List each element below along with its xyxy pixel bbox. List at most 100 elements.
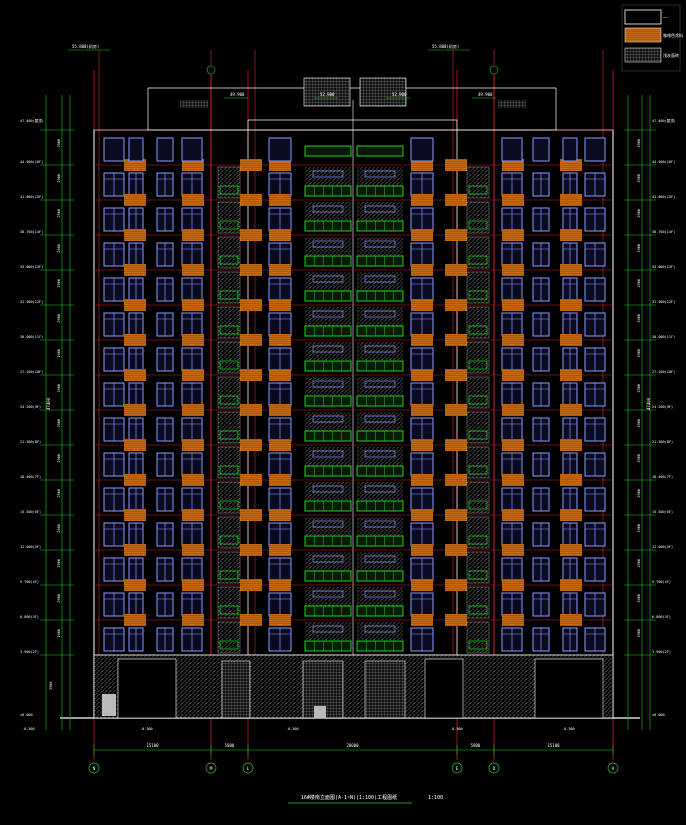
window-unit [156,382,174,407]
balcony-unit [356,342,404,372]
floor-height-label: 2900 [637,349,641,357]
stair-rail [468,605,488,615]
stair-hatch [466,411,490,444]
floor-height-label: 2900 [57,384,61,392]
window-unit [532,487,550,512]
window-unit [410,557,434,582]
balcony-rail [304,290,352,302]
balcony-rail [304,570,352,582]
left-level-label: 15.500(6F) [20,510,41,514]
balcony-rail [304,500,352,512]
balcony-wall [305,237,351,256]
floor-height-label: 2900 [637,524,641,532]
stair-rail [219,395,239,405]
right-level-label: 32.900(12F) [652,300,675,304]
bottom-span-label: 5800 [471,743,481,748]
floor-height-label: 2900 [637,139,641,147]
window-unit [501,347,523,372]
right-level-label: 38.700(14F) [652,230,675,234]
brown-panel [445,334,467,346]
window-unit [584,242,606,267]
axis-bubble [451,762,463,774]
balcony-window [312,450,344,458]
brown-panel [269,369,291,381]
ground-floor-wall [93,654,614,719]
ground-floor [93,654,614,719]
level-labels: 47.400(屋顶)44.500(16F)41.600(15F)38.700(1… [20,118,676,731]
balcony-wall [357,622,403,641]
balcony-wall [357,377,403,396]
brown-panel [269,334,291,346]
stair-rail [219,465,239,475]
left-level-label: 21.300(8F) [20,440,41,444]
balcony-wall [357,167,403,186]
balcony-window [364,205,396,213]
balcony-unit [356,482,404,512]
brown-panel [124,474,146,486]
window-frame [532,137,550,162]
roof-machine-room [303,77,351,107]
stair-hatch [217,271,241,304]
brown-panel [560,439,582,451]
balcony-window [312,345,344,353]
balcony-wall [357,272,403,291]
balcony-window [364,310,396,318]
stair-hatch [217,586,241,619]
brown-panel [560,264,582,276]
brown-panel [560,299,582,311]
balcony-unit [356,587,404,617]
brown-panel [560,159,582,171]
window-unit [128,242,144,267]
window-unit [181,242,203,267]
window-unit [103,172,125,197]
brown-panel [124,509,146,521]
brown-panel [411,579,433,591]
brown-panel [240,614,262,626]
window-unit [532,382,550,407]
base-height-label: 3900 [49,682,53,690]
brown-panel [502,509,524,521]
stair-hatch [217,306,241,339]
left-level-label: 9.700(4F) [20,580,39,584]
left-level-label: 38.700(14F) [20,230,43,234]
ground-level-label: -0.300 [562,727,575,731]
balcony-unit [356,307,404,337]
brown-panel [560,614,582,626]
stair-hatch [217,446,241,479]
brown-panel [269,229,291,241]
balcony-window [364,380,396,388]
legend-label: 浅灰面砖 [663,52,679,58]
window-unit [181,382,203,407]
brown-panel [445,369,467,381]
brown-panel [182,369,204,381]
balcony-wall [305,552,351,571]
floor-height-label: 2900 [637,174,641,182]
stair-rail [219,325,239,335]
balcony-rail [356,255,404,267]
brown-panel [240,579,262,591]
floor-height-label: 2900 [57,209,61,217]
brown-panel [502,614,524,626]
brown-panel [182,194,204,206]
balcony-unit [304,412,352,442]
legend-label: 咖啡色涂料 [663,32,683,38]
brown-panel [445,159,467,171]
brown-panel [411,229,433,241]
bottom-span-label: 28000 [346,743,359,748]
brown-panel [240,229,262,241]
brown-panel [445,474,467,486]
balcony-rail [304,220,352,232]
window-unit [501,592,523,617]
right-level-label: 47.400(屋顶) [652,118,676,123]
window-unit [156,522,174,547]
balcony-wall [305,307,351,326]
balcony-window [364,240,396,248]
balcony-window [364,415,396,423]
brown-panel [269,544,291,556]
window-unit [584,557,606,582]
balcony-unit [356,622,404,652]
floor-height-label: 2900 [637,454,641,462]
window-unit [562,627,578,652]
balcony-window [312,555,344,563]
right-level-label: 9.700(4F) [652,580,671,584]
